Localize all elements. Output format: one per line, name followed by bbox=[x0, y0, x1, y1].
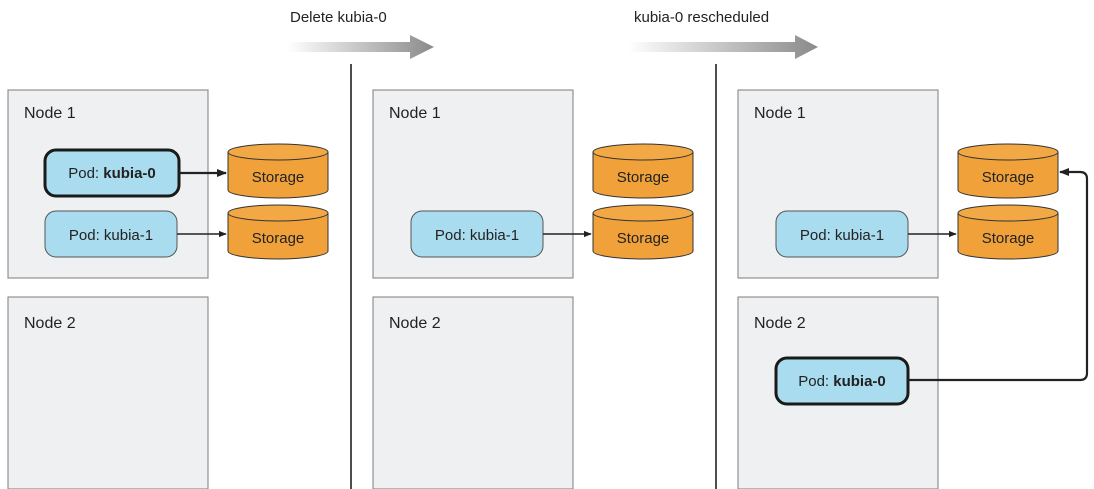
pod-name: kubia-0 bbox=[103, 165, 156, 182]
connector-kubia-0-storage-reattached bbox=[908, 168, 1089, 382]
stage-1: Node 1 Node 2 Pod: kubia-0 Pod: kubia-1 … bbox=[7, 89, 329, 489]
pod-name: kubia-1 bbox=[470, 227, 519, 244]
storage-kubia-1: Storage bbox=[592, 204, 694, 260]
storage-kubia-1: Storage bbox=[227, 204, 329, 260]
storage-label: Storage bbox=[982, 169, 1035, 186]
storage-kubia-1: Storage bbox=[957, 204, 1059, 260]
storage-kubia-0: Storage bbox=[592, 143, 694, 199]
pod-kubia-1-label: Pod: kubia-1 bbox=[69, 227, 153, 244]
node-1-label: Node 1 bbox=[754, 105, 806, 122]
stage-2: Node 1 Node 2 Pod: kubia-1 Storage Stora… bbox=[372, 89, 694, 489]
storage-label: Storage bbox=[252, 169, 305, 186]
step-arrow-delete bbox=[288, 35, 434, 59]
pod-kubia-1-label: Pod: kubia-1 bbox=[435, 227, 519, 244]
node-1-label: Node 1 bbox=[24, 105, 76, 122]
step-label-rescheduled: kubia-0 rescheduled bbox=[634, 9, 769, 26]
node-2-box bbox=[7, 296, 209, 489]
pod-kubia-0-label: Pod: kubia-0 bbox=[68, 165, 156, 182]
storage-kubia-0: Storage bbox=[957, 143, 1059, 199]
storage-label: Storage bbox=[252, 230, 305, 247]
node-2-box bbox=[372, 296, 574, 489]
pod-name: kubia-0 bbox=[833, 373, 886, 390]
pod-prefix: Pod: bbox=[798, 373, 829, 390]
storage-label: Storage bbox=[617, 230, 670, 247]
step-label-delete: Delete kubia-0 bbox=[290, 9, 387, 26]
pod-prefix: Pod: bbox=[800, 227, 831, 244]
node-1-label: Node 1 bbox=[389, 105, 441, 122]
pod-name: kubia-1 bbox=[835, 227, 884, 244]
pod-prefix: Pod: bbox=[68, 165, 99, 182]
node-2-label: Node 2 bbox=[389, 315, 441, 332]
node-2-label: Node 2 bbox=[754, 315, 806, 332]
storage-kubia-0: Storage bbox=[227, 143, 329, 199]
storage-label: Storage bbox=[617, 169, 670, 186]
step-arrow-rescheduled bbox=[628, 35, 818, 59]
pod-kubia-0-label: Pod: kubia-0 bbox=[798, 373, 886, 390]
pod-kubia-1-label: Pod: kubia-1 bbox=[800, 227, 884, 244]
stage-3: Node 1 Node 2 Pod: kubia-1 Pod: kubia-0 … bbox=[737, 89, 1089, 489]
pod-prefix: Pod: bbox=[69, 227, 100, 244]
storage-label: Storage bbox=[982, 230, 1035, 247]
node-2-label: Node 2 bbox=[24, 315, 76, 332]
pod-prefix: Pod: bbox=[435, 227, 466, 244]
pod-name: kubia-1 bbox=[104, 227, 153, 244]
